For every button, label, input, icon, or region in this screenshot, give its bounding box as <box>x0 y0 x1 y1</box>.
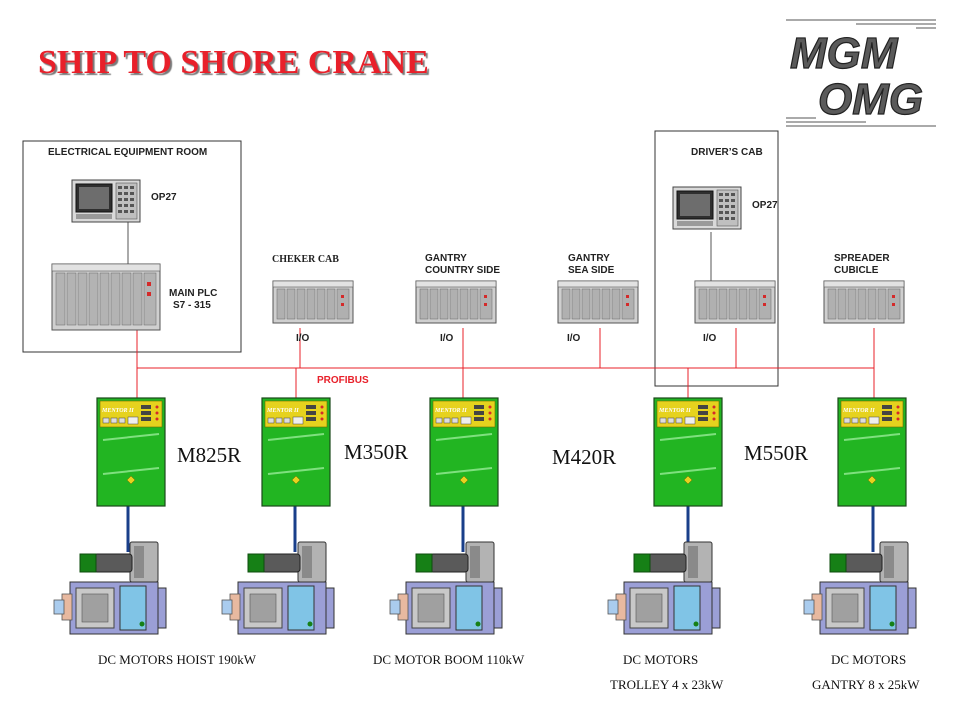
io-rack-icon <box>272 280 354 324</box>
mentor-drive: MENTOR II <box>261 397 331 507</box>
io-label: I/O <box>296 333 310 344</box>
station-label: CHEKER CAB <box>272 254 339 265</box>
gantry-caption-detail: GANTRY 8 x 25kW <box>812 677 920 692</box>
electrical-room-box <box>22 140 242 353</box>
io-rack-icon <box>557 280 639 324</box>
main-plc-model: S7 - 315 <box>173 300 211 311</box>
gantry-caption: DC MOTORS <box>831 652 907 667</box>
page-title: SHIP TO SHORE CRANE <box>38 44 429 81</box>
dc-motor-icon <box>803 541 917 635</box>
mgm-omg-logo: MGM OMG <box>786 19 936 127</box>
driver-cab-box <box>654 130 779 387</box>
drive-brand-label: MENTOR II <box>434 408 467 414</box>
boom-caption: DC MOTOR BOOM 110kW <box>373 652 525 667</box>
station-label: GANTRY <box>425 253 467 264</box>
dc-motor-icon <box>389 541 503 635</box>
dc-motor-icon <box>607 541 721 635</box>
op27-panel-icon <box>71 179 141 223</box>
dc-motor-icon <box>53 541 167 635</box>
drive-brand-label: MENTOR II <box>101 408 134 414</box>
op27-label: OP27 <box>752 200 778 211</box>
station-label: GANTRY <box>568 253 610 264</box>
dc-motor-icon <box>221 541 335 635</box>
main-plc-label: MAIN PLC <box>169 288 218 299</box>
hoist-caption: DC MOTORS HOIST 190kW <box>98 652 257 667</box>
drive-model-label: M350R <box>344 440 409 464</box>
drive-model-label: M825R <box>177 443 242 467</box>
mentor-drive: MENTOR II <box>96 397 166 507</box>
mentor-drive: MENTOR II <box>653 397 723 507</box>
trolley-caption-detail: TROLLEY 4 x 23kW <box>610 677 724 692</box>
op27-label: OP27 <box>151 192 177 203</box>
io-rack-icon <box>415 280 497 324</box>
io-label: I/O <box>567 333 581 344</box>
io-rack-icon <box>823 280 905 324</box>
io-label: I/O <box>440 333 454 344</box>
station-label: SEA SIDE <box>568 265 615 276</box>
svg-text:MGM: MGM <box>790 29 899 78</box>
svg-text:OMG: OMG <box>818 75 923 124</box>
mentor-drive: MENTOR II <box>429 397 499 507</box>
io-label: I/O <box>703 333 717 344</box>
drive-brand-label: MENTOR II <box>266 408 299 414</box>
io-rack-icon <box>694 280 776 324</box>
drive-model-label: M420R <box>552 445 617 469</box>
mentor-drive: MENTOR II <box>837 397 907 507</box>
main-plc-icon <box>51 263 161 331</box>
electrical-room-label: ELECTRICAL EQUIPMENT ROOM <box>48 147 208 158</box>
station-label: SPREADER <box>834 253 890 264</box>
driver-cab-label: DRIVER’S CAB <box>691 147 763 158</box>
station-label: COUNTRY SIDE <box>425 265 501 276</box>
drive-brand-label: MENTOR II <box>658 408 691 414</box>
op27-panel-icon <box>672 186 742 230</box>
drive-brand-label: MENTOR II <box>842 408 875 414</box>
drive-model-label: M550R <box>744 441 809 465</box>
trolley-caption: DC MOTORS <box>623 652 699 667</box>
station-label: CUBICLE <box>834 265 879 276</box>
profibus-label: PROFIBUS <box>317 375 369 386</box>
